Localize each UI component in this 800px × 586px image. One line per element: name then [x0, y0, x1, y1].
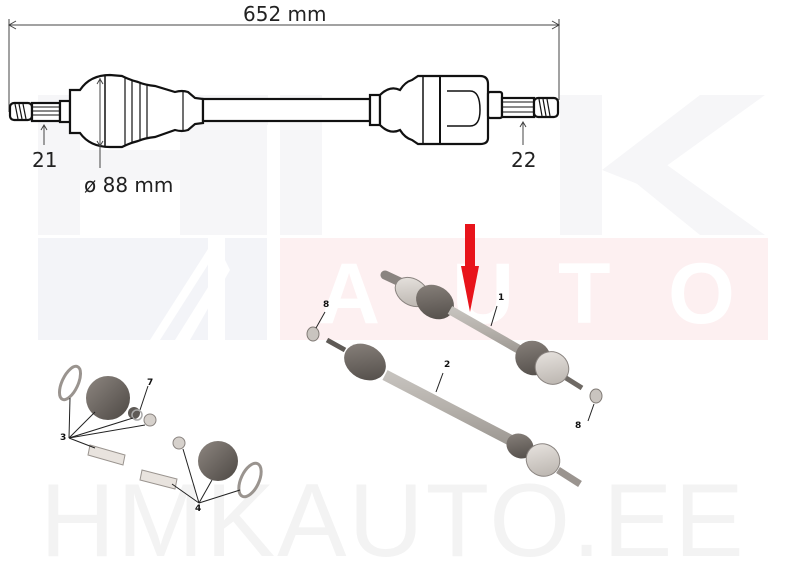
callout-8-right: 8 — [575, 421, 582, 431]
callout-2: 2 — [444, 360, 451, 370]
boot-kit-3 — [57, 364, 157, 466]
overall-length-label: 652 mm — [243, 2, 327, 26]
callout-3: 3 — [60, 433, 67, 443]
boot-diameter-label: ø 88 mm — [84, 173, 174, 197]
callout-7: 7 — [147, 378, 154, 388]
right-spline-count-label: 22 — [511, 148, 537, 172]
drive-shaft-dimension-drawing — [7, 19, 561, 168]
left-spline-count-label: 21 — [32, 148, 58, 172]
watermark-letter-t: T — [558, 246, 611, 342]
boot-kit-4 — [139, 436, 263, 499]
indicator-arrow-icon — [461, 224, 479, 312]
callout-8-left: 8 — [323, 300, 330, 310]
watermark-letter-a: A — [318, 246, 381, 342]
callout-4: 4 — [195, 504, 202, 514]
watermark-letter-o: O — [668, 246, 735, 342]
drive-shaft-1 — [380, 270, 603, 404]
drive-shaft-2 — [306, 326, 582, 487]
callout-1: 1 — [498, 293, 505, 303]
